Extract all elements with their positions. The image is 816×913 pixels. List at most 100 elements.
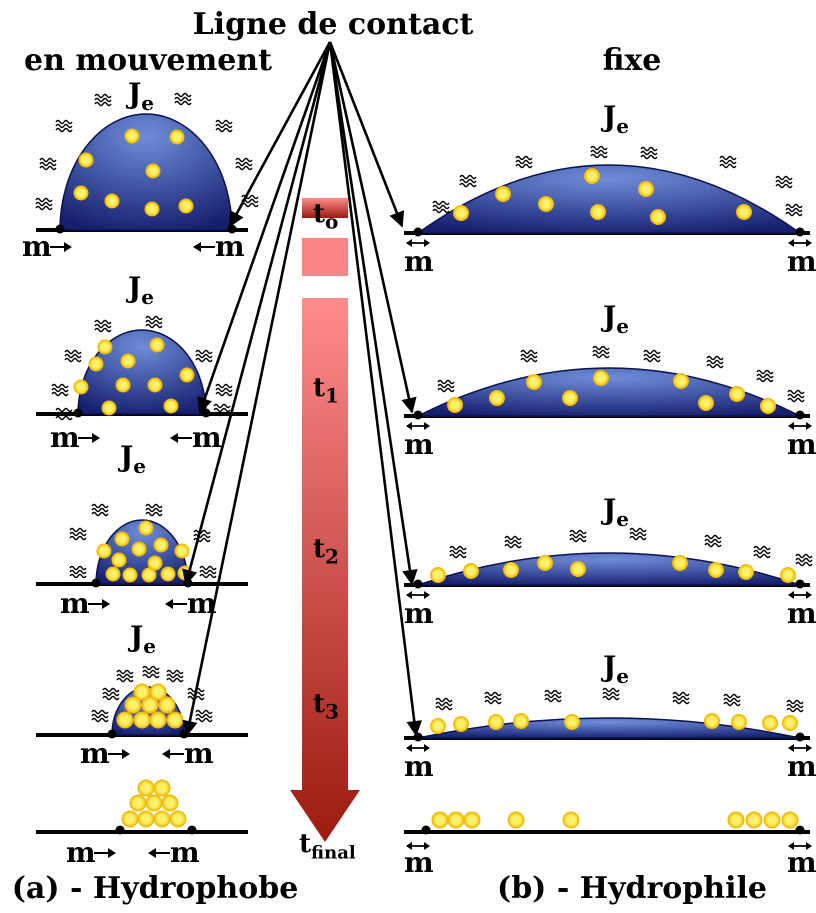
vapor-line	[602, 687, 620, 693]
vapor-line	[590, 145, 608, 151]
nanoparticle-icon	[158, 696, 176, 714]
mass-arrow-icon	[148, 848, 170, 858]
vapor-line	[544, 697, 562, 703]
vapor-squiggle-icon	[145, 315, 163, 329]
nanoparticle-icon	[120, 353, 136, 369]
nanoparticle-icon	[131, 541, 147, 557]
vapor-line	[142, 673, 160, 679]
nanoparticle-icon	[590, 204, 606, 220]
vapor-line	[515, 163, 533, 169]
pointer-arrow-2	[197, 41, 332, 414]
vapor-squiggle-icon	[602, 687, 620, 701]
vapor-line	[520, 349, 538, 355]
vapor-line	[437, 379, 455, 385]
vapor-line	[787, 393, 805, 399]
vapor-line	[69, 527, 87, 533]
vapor-line	[195, 353, 213, 359]
vapor-squiggle-icon	[145, 503, 163, 517]
vapor-line	[94, 323, 112, 329]
nanoparticle-icon	[160, 566, 176, 582]
vapor-line	[193, 533, 211, 539]
arrow-head	[406, 239, 430, 247]
nanoparticle-icon	[78, 152, 94, 168]
vapor-squiggle-icon	[235, 157, 253, 171]
nanoparticle-icon	[141, 696, 159, 714]
nanoparticle-icon	[141, 567, 157, 583]
left-header: en mouvement	[24, 43, 272, 78]
vapor-line	[116, 673, 134, 679]
mass-arrow-icon	[165, 599, 187, 609]
nanoparticle-icon	[430, 718, 446, 734]
vapor-squiggle-icon	[719, 155, 737, 169]
vapor-squiggle-icon	[629, 527, 647, 541]
vapor-squiggle-icon	[55, 407, 73, 421]
nanoparticle-icon	[760, 398, 776, 414]
pointer-arrow-1	[328, 41, 405, 228]
mass-label: m	[60, 587, 90, 620]
vapor-line	[484, 699, 502, 705]
vapor-line	[235, 165, 253, 171]
vapor-squiggle-icon	[704, 534, 722, 548]
mass-label: m	[192, 421, 222, 454]
vapor-squiggle-icon	[432, 200, 450, 214]
vapor-line	[629, 531, 647, 537]
vapor-line	[166, 673, 184, 679]
contact-point-icon	[201, 408, 211, 418]
vapor-line	[145, 319, 163, 325]
arrow-head	[788, 239, 812, 247]
vapor-line	[706, 363, 724, 369]
pointer-arrow-6	[182, 41, 332, 737]
flux-label: Je	[600, 100, 629, 138]
nanoparticle-icon	[447, 397, 463, 413]
vapor-line	[719, 163, 737, 169]
arrow-head	[406, 842, 430, 850]
vapor-squiggle-icon	[753, 545, 771, 559]
nanoparticle-icon	[564, 714, 580, 730]
vapor-squiggle-icon	[756, 369, 774, 383]
nanoparticle-icon	[453, 205, 469, 221]
vapor-line	[145, 315, 163, 321]
nanoparticle-icon	[780, 567, 796, 583]
vapor-line	[459, 178, 477, 184]
vapor-squiggle-icon	[795, 553, 813, 567]
vapor-line	[786, 707, 804, 713]
vapor-line	[195, 357, 213, 363]
mass-arrow-icon	[88, 599, 110, 609]
vapor-line	[174, 92, 192, 98]
vapor-squiggle-icon	[520, 349, 538, 363]
vapor-line	[91, 709, 109, 715]
vapor-line	[235, 157, 253, 163]
time-segment-main	[290, 298, 360, 842]
arrow-head	[788, 422, 812, 430]
vapor-line	[145, 503, 163, 509]
vapor-line	[195, 717, 213, 723]
vapor-squiggle-icon	[459, 174, 477, 188]
nanoparticle-icon	[96, 543, 112, 559]
vapor-line	[35, 205, 53, 211]
vapor-squiggle-icon	[195, 349, 213, 363]
vapor-squiggle-icon	[69, 565, 87, 579]
vapor-line	[55, 411, 73, 417]
mass-arrow-icon	[406, 744, 430, 752]
vapor-squiggle-icon	[484, 691, 502, 705]
vapor-squiggle-icon	[195, 709, 213, 723]
vapor-squiggle-icon	[435, 697, 453, 711]
vapor-line	[432, 200, 450, 206]
contact-point-icon	[91, 578, 101, 588]
arrow-head	[406, 591, 430, 599]
contact-line-pointers	[182, 41, 423, 737]
nanoparticle-icon	[781, 811, 799, 829]
mass-label: m	[787, 846, 816, 879]
vapor-line	[706, 355, 724, 361]
mass-arrow-icon	[162, 749, 184, 759]
vapor-line	[195, 349, 213, 355]
vapor-line	[704, 542, 722, 548]
arrow-head	[170, 433, 178, 443]
arrow-head	[193, 242, 201, 252]
vapor-line	[795, 553, 813, 559]
mass-label: m	[787, 428, 816, 461]
arrow-head	[102, 599, 110, 609]
